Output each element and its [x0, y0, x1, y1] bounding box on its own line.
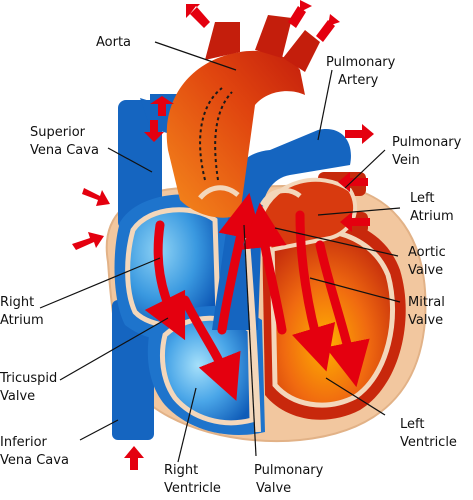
arrow-ivc-up: [124, 446, 144, 470]
flow-arrow-left-ventricle: [315, 240, 370, 388]
leader-aorta: [154, 41, 237, 71]
leader-lines: [39, 41, 401, 463]
arrow-aorta-left: [186, 4, 210, 28]
blood-flow-arrows: [144, 192, 370, 401]
flow-arrow-right-ventricle: [180, 295, 241, 401]
labels: Aorta Pulmonary Artery Superior Vena Cav…: [0, 35, 465, 496]
leader-aortic-valve: [274, 227, 399, 257]
flow-arrow-left-atrium: [291, 210, 336, 372]
arrow-pv-lower-in: [340, 212, 370, 232]
arrow-svc-top: [150, 96, 174, 116]
leader-pulmonary-valve: [243, 224, 257, 457]
label-pulmonary-vein: Pulmonary Vein: [392, 135, 465, 168]
label-tricuspid-valve: Tricuspid Valve: [0, 371, 61, 404]
arrow-ra-in-lower: [72, 232, 104, 250]
aorta: [166, 50, 305, 218]
flow-arrow-aorta-up: [241, 202, 287, 335]
label-mitral-valve: Mitral Valve: [408, 295, 449, 328]
atrial-ventricular-separator: [198, 185, 302, 207]
label-inferior-vena-cava: Inferior Vena Cava: [0, 435, 69, 468]
arrow-aorta-mid: [288, 0, 312, 28]
leader-tricuspid-valve: [59, 317, 169, 381]
left-ventricle-inner: [269, 227, 396, 408]
leader-pulmonary-vein: [344, 149, 386, 189]
arrow-pulmonary-artery-out: [345, 124, 374, 144]
leader-pulmonary-artery: [317, 69, 333, 141]
arrow-ra-in-upper: [82, 188, 110, 206]
leader-right-atrium: [39, 257, 161, 309]
flow-arrow-right-atrium: [144, 220, 186, 341]
label-aortic-valve: Aortic Valve: [408, 245, 450, 278]
leader-superior-vena-cava: [107, 147, 153, 173]
label-superior-vena-cava: Superior Vena Cava: [30, 125, 99, 158]
arrow-svc-down-1: [144, 120, 164, 142]
label-pulmonary-artery: Pulmonary Artery: [326, 55, 399, 88]
leader-inferior-vena-cava: [79, 419, 119, 441]
aorta-inner-flow: [199, 87, 233, 181]
leader-left-ventricle: [325, 377, 386, 416]
leader-right-ventricle: [177, 387, 197, 463]
label-right-atrium: Right Atrium: [0, 295, 44, 328]
label-left-ventricle: Left Ventricle: [400, 417, 457, 450]
leader-left-atrium: [317, 207, 401, 216]
label-pulmonary-valve: Pulmonary Valve: [254, 463, 327, 496]
label-aorta: Aorta: [96, 35, 131, 50]
aortic-arch-top: [205, 15, 320, 72]
label-left-atrium: Left Atrium: [410, 191, 454, 224]
label-right-ventricle: Right Ventricle: [164, 463, 221, 496]
leader-mitral-valve: [309, 277, 401, 303]
arrow-aorta-right: [316, 14, 340, 42]
